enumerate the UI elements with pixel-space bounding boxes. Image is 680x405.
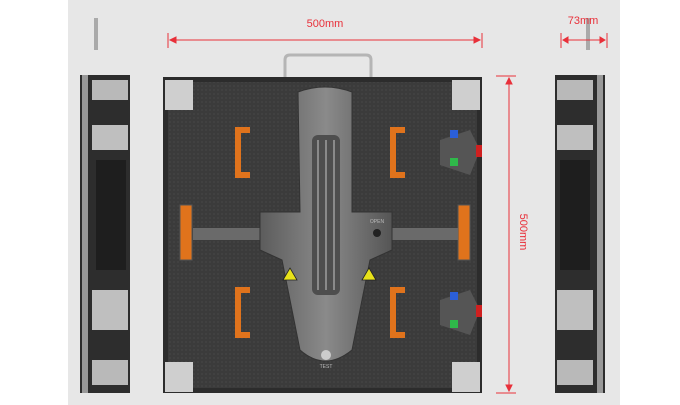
side-lock-right [457,204,471,261]
module-handle-top-left [235,127,250,178]
test-label: TEST [320,364,333,370]
depth-label: 73mm [568,15,599,27]
warning-icon [361,267,377,281]
open-button[interactable] [373,229,381,237]
width-label: 500mm [307,18,344,30]
open-label: OPEN [370,219,385,225]
data-connectors [440,130,482,335]
width-dimension [167,33,483,48]
height-dimension [496,75,516,394]
depth-dimension [560,33,608,48]
test-button[interactable] [321,350,331,360]
cabinet-rear-view: OPEN TEST [163,53,482,393]
height-label: 500mm [517,214,529,251]
module-handle-bottom-left [235,287,250,338]
side-view-right [555,18,605,393]
carry-handle [283,53,373,78]
side-lock-left [179,204,193,261]
warning-icon [282,267,298,281]
module-handle-bottom-right [390,287,405,338]
side-view-left [80,18,130,393]
module-handle-top-right [390,127,405,178]
